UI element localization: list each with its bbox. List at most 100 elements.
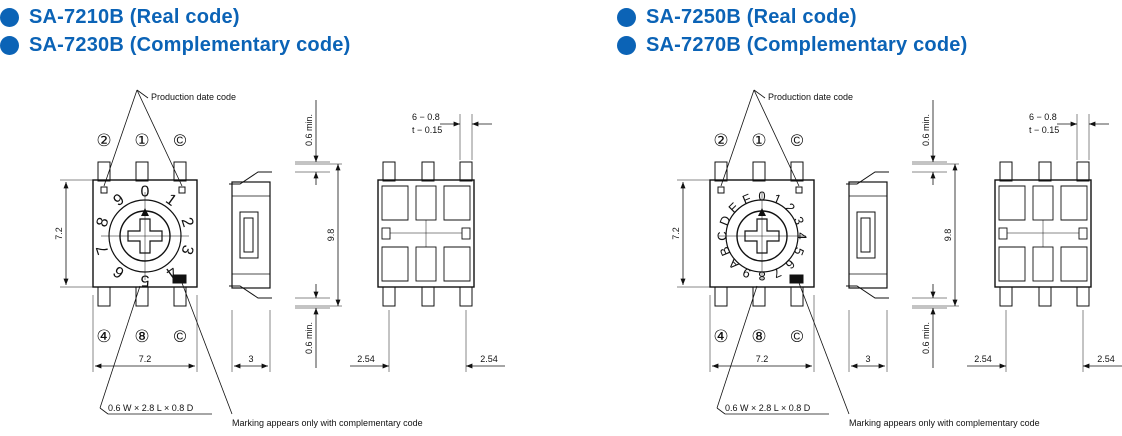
side-lead	[846, 285, 889, 299]
side-slot	[243, 217, 254, 253]
heading-text: SA-7230B (Complementary code)	[29, 33, 351, 56]
dial-digit: 5	[791, 245, 808, 257]
switch-body	[92, 179, 198, 288]
side-lead	[229, 171, 272, 185]
marking-note-label: Marking appears only with complementary …	[232, 418, 423, 428]
pin-label: ⑧	[134, 327, 149, 346]
terminal-size-label: 0.6 W × 2.8 L × 0.8 D	[725, 403, 811, 413]
dimension-arrow	[1070, 121, 1077, 127]
dimension-label: 2.54	[480, 354, 498, 364]
complementary-marking	[172, 274, 187, 284]
bullet-icon	[0, 7, 19, 27]
dial-digit: F	[740, 191, 753, 208]
dimension-arrow	[95, 363, 102, 369]
leader-line	[103, 89, 138, 187]
dimension-label: 2.54	[1097, 354, 1115, 364]
dimension-label: 7.2	[139, 354, 152, 364]
leader-line	[798, 282, 850, 415]
dimension-arrow	[930, 172, 936, 179]
leader-line	[99, 407, 109, 415]
dimension-label: 9.8	[326, 229, 336, 242]
leader-line	[181, 282, 233, 415]
side-lead	[229, 285, 272, 299]
cross-slot	[744, 218, 780, 254]
dimension-arrow	[63, 278, 69, 285]
pin-label: ©	[174, 131, 187, 150]
pin-label: ②	[713, 131, 728, 150]
dimension-label: 2.54	[357, 354, 375, 364]
terminal-pin	[97, 286, 111, 307]
terminal-pin	[382, 286, 396, 307]
bottom-pad	[998, 246, 1026, 282]
dimension-arrow	[851, 363, 858, 369]
side-window	[856, 211, 876, 259]
terminal-pin	[790, 161, 804, 182]
bottom-pad	[1032, 246, 1054, 282]
dimension-arrow	[999, 363, 1006, 369]
complementary-marking	[789, 274, 804, 284]
switch-body	[709, 179, 815, 288]
dimension-label: 7.2	[756, 354, 769, 364]
pin-label: ④	[713, 327, 728, 346]
bottom-body	[377, 179, 475, 288]
dimension-arrow	[712, 363, 719, 369]
heading-complementary-code: SA-7230B (Complementary code)	[0, 32, 350, 58]
dimension-arrow	[930, 155, 936, 162]
bullet-icon	[617, 35, 636, 55]
dimension-label: 9.8	[943, 229, 953, 242]
corner-marker	[795, 186, 803, 194]
dimension-label: 0.6 min.	[304, 114, 314, 146]
dial-digit: 6	[110, 262, 127, 281]
dimension-arrow	[313, 291, 319, 298]
dimension-arrow	[382, 363, 389, 369]
terminal-pin	[999, 286, 1013, 307]
bottom-pad	[1060, 246, 1088, 282]
terminal-pin	[421, 161, 435, 182]
bottom-pad	[443, 246, 471, 282]
pin-label: ①	[751, 131, 766, 150]
leader-line	[720, 89, 755, 187]
dimension-arrow	[472, 121, 479, 127]
bottom-pad	[381, 246, 409, 282]
dimension-label: 3	[248, 354, 253, 364]
dial-digit: 3	[791, 214, 808, 226]
terminal-pin	[421, 286, 435, 307]
leader-line	[716, 407, 726, 415]
leader-line	[136, 89, 149, 99]
side-slot	[860, 217, 871, 253]
dial-digit: 3	[177, 243, 196, 257]
dial-digit: 1	[162, 191, 179, 210]
bottom-pad	[1032, 185, 1054, 221]
dimension-label: 3	[865, 354, 870, 364]
dimension-arrow	[234, 363, 241, 369]
terminal-pin	[459, 286, 473, 307]
dial-digit: 9	[740, 265, 752, 282]
terminal-pin	[382, 161, 396, 182]
leader-line	[753, 89, 800, 187]
dimension-label: t − 0.15	[412, 125, 442, 135]
bullet-icon	[0, 35, 19, 55]
bottom-notch	[381, 227, 391, 240]
terminal-pin	[714, 161, 728, 182]
leader-line	[753, 89, 766, 99]
dimension-arrow	[63, 182, 69, 189]
dimension-arrow	[1083, 363, 1090, 369]
dial-digit: 1	[771, 191, 783, 208]
production-date-code-label: Production date code	[151, 92, 236, 102]
terminal-pin	[135, 161, 149, 182]
dimension-label: 0.6 min.	[921, 322, 931, 354]
dimension-arrow	[188, 363, 195, 369]
dimension-label: 6 − 0.8	[412, 112, 440, 122]
dial-digit: 7	[94, 243, 113, 257]
bottom-pad	[443, 185, 471, 221]
terminal-size-label: 0.6 W × 2.8 L × 0.8 D	[108, 403, 194, 413]
panel-left: SA-7210B (Real code) SA-7230B (Complemen…	[0, 0, 560, 436]
heading-text: SA-7210B (Real code)	[29, 5, 240, 28]
heading-real-code: SA-7210B (Real code)	[0, 4, 240, 30]
dial-digit: 9	[111, 191, 128, 210]
heading-text: SA-7250B (Real code)	[646, 5, 857, 28]
dimension-label: t − 0.15	[1029, 125, 1059, 135]
pin-label: ©	[791, 131, 804, 150]
dimension-label: 2.54	[974, 354, 992, 364]
dimension-arrow	[1089, 121, 1096, 127]
